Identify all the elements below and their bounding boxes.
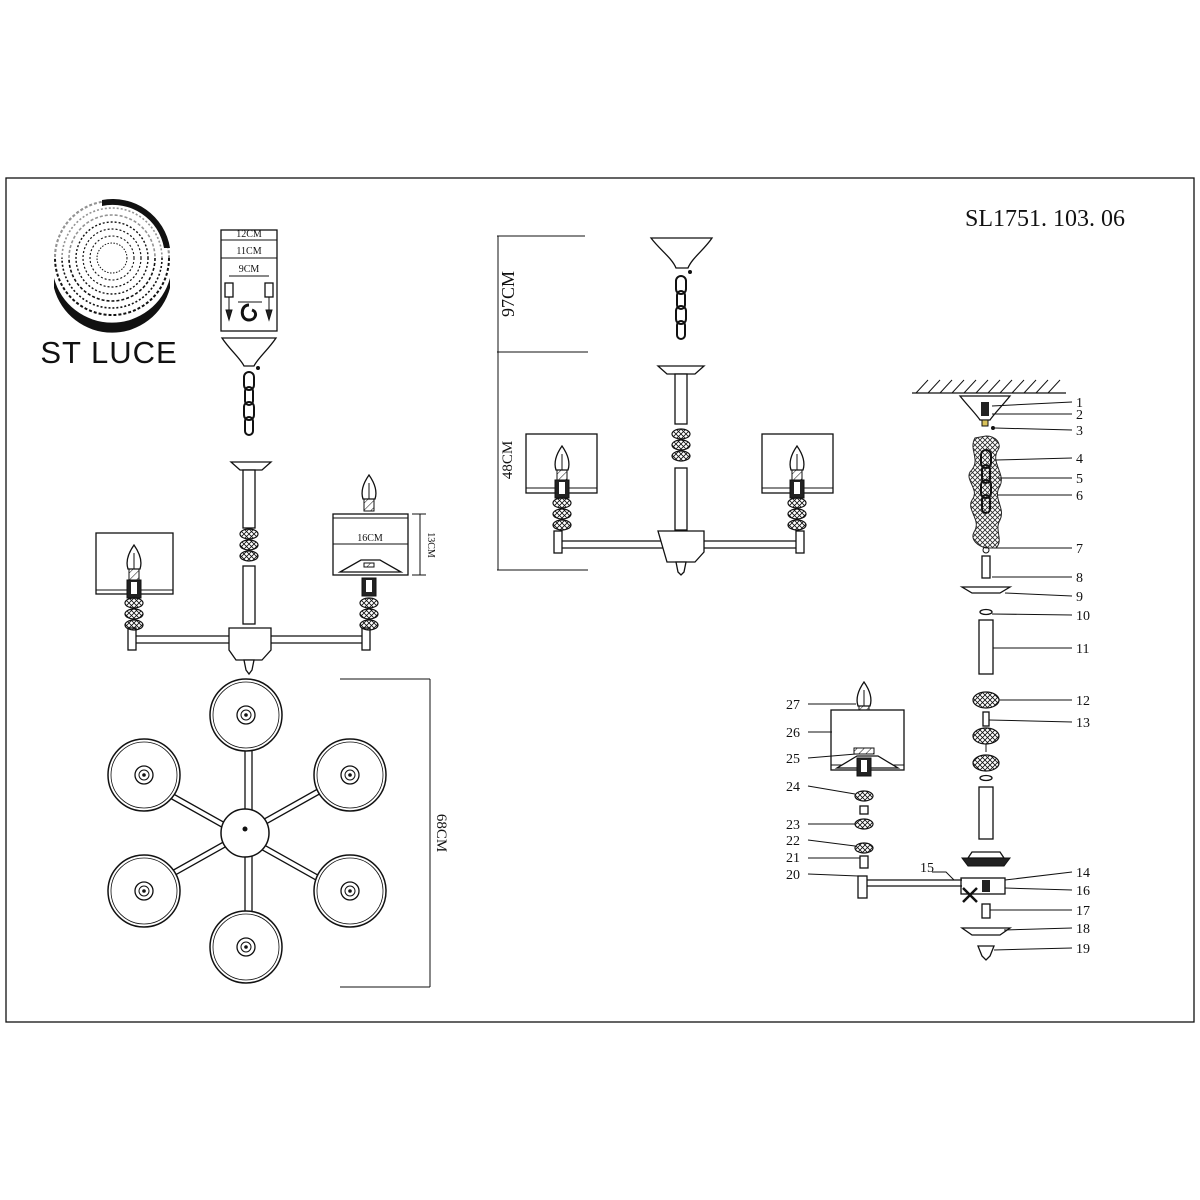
brand-name: ST LUCE xyxy=(40,335,177,370)
dim-shade-height: 13CM xyxy=(425,532,436,558)
part-label-14: 14 xyxy=(1076,866,1090,881)
part-label-9: 9 xyxy=(1076,590,1083,605)
part-label-1: 1 xyxy=(1076,396,1083,411)
sheet-border xyxy=(5,177,1195,1023)
dim-shade-width: 16CM xyxy=(357,533,383,544)
part-label-16: 16 xyxy=(1076,884,1090,899)
part-label-5: 5 xyxy=(1076,472,1083,487)
top-view-hub xyxy=(220,808,270,858)
part-label-11: 11 xyxy=(1076,642,1089,657)
brand-logo: ST LUCE xyxy=(40,199,177,370)
part-label-24: 24 xyxy=(786,780,800,795)
exploded-parts-view xyxy=(807,379,1073,961)
part-label-20: 20 xyxy=(786,868,800,883)
dim-canopy-outer: 12CM xyxy=(236,229,262,240)
center-elevation-view: 97CM 48CM xyxy=(497,235,834,576)
part-label-17: 17 xyxy=(1076,904,1090,919)
part-label-6: 6 xyxy=(1076,489,1083,504)
dim-canopy-mid: 11CM xyxy=(236,246,261,257)
dim-total-height: 97CM xyxy=(498,271,518,317)
mounting-bracket xyxy=(220,229,278,332)
left-elevation-view: 12CM 11CM 9CM 1 xyxy=(95,229,436,676)
hook-icon xyxy=(240,303,258,322)
canopy xyxy=(220,337,278,367)
model-code: SL1751. 103. 06 xyxy=(965,206,1125,232)
part-label-18: 18 xyxy=(1076,922,1090,937)
part-label-3: 3 xyxy=(1076,424,1083,439)
part-label-21: 21 xyxy=(786,851,800,866)
dim-canopy-inner: 9CM xyxy=(239,264,260,275)
part-label-19: 19 xyxy=(1076,942,1090,957)
part-label-7: 7 xyxy=(1076,542,1083,557)
part-label-13: 13 xyxy=(1076,716,1090,731)
part-label-23: 23 xyxy=(786,818,800,833)
part-number-labels: 1 2 3 4 5 6 7 8 9 10 11 12 13 14 15 16 1… xyxy=(786,396,1090,957)
part-label-15: 15 xyxy=(920,861,934,876)
part-label-26: 26 xyxy=(786,726,800,741)
part-label-25: 25 xyxy=(786,752,800,767)
part-label-8: 8 xyxy=(1076,571,1083,586)
part-label-22: 22 xyxy=(786,834,800,849)
swirl-logo-icon xyxy=(54,199,170,333)
part-label-12: 12 xyxy=(1076,694,1090,709)
part-label-4: 4 xyxy=(1076,452,1083,467)
part-label-2: 2 xyxy=(1076,408,1083,423)
dim-diameter: 68CM xyxy=(433,814,449,852)
top-view: 68CM xyxy=(107,678,449,988)
dim-body-height: 48CM xyxy=(500,441,516,479)
hub xyxy=(228,627,272,661)
part-label-27: 27 xyxy=(786,698,800,713)
part-label-10: 10 xyxy=(1076,609,1090,624)
